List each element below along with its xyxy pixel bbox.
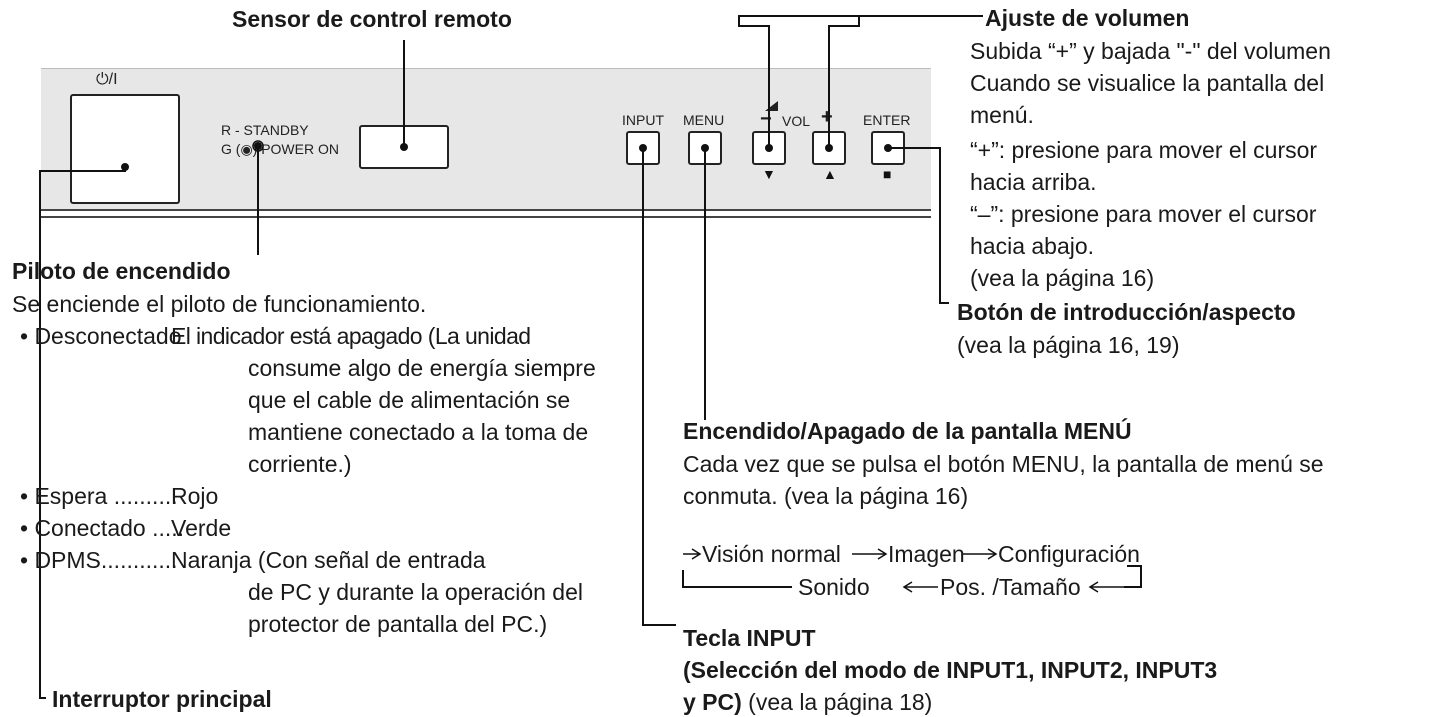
menu-cycle-item: Imagen (888, 541, 965, 567)
power-on-label: G (◉) POWER ON (221, 141, 339, 157)
input-key-line-normal: (vea la página 18) (741, 689, 933, 715)
power-led-intro: Se enciende el piloto de funcionamiento. (12, 291, 427, 317)
power-led-title: Piloto de encendido (12, 258, 231, 284)
led-item-label: • Desconectado (20, 323, 182, 349)
power-symbol-label: ⏻/I (96, 71, 118, 88)
volume-line: hacia arriba. (970, 169, 1097, 195)
volume-wedge-icon (765, 101, 778, 111)
vol-plus-symbol: + (821, 106, 833, 128)
vol-label: VOL (782, 113, 811, 129)
input-key-line: y PC) (vea la página 18) (683, 688, 932, 717)
led-item-desc: corriente.) (248, 451, 352, 477)
enter-ref: (vea la página 16, 19) (957, 332, 1180, 358)
menu-button-label: MENU (683, 112, 725, 128)
led-item-label: • DPMS............ (20, 547, 178, 573)
led-item-desc: que el cable de alimentación se (248, 387, 571, 413)
led-item-desc: Verde (171, 515, 232, 541)
led-item-label: • Conectado ..... (20, 515, 185, 541)
led-item-desc: de PC y durante la operación del (248, 579, 583, 605)
input-button-label: INPUT (622, 112, 664, 128)
panel-edge-line (41, 216, 931, 218)
input-key-line: (Selección del modo de INPUT1, INPUT2, I… (683, 657, 1218, 683)
volume-line: “–”: presione para mover el cursor (970, 201, 1317, 227)
led-item-desc: Rojo (171, 483, 219, 509)
volume-line: Subida “+” y bajada "-" del volumen (970, 38, 1331, 64)
led-item-desc: mantiene conectado a la toma de (248, 419, 589, 445)
led-item-label: • Espera .......... (20, 483, 178, 509)
menu-onoff-line: Cada vez que se pulsa el botón MENU, la … (683, 451, 1324, 477)
menu-cycle-item: Visión normal (702, 541, 841, 567)
menu-onoff-line: conmuta. (vea la página 16) (683, 483, 969, 509)
volume-line: menú. (970, 102, 1034, 128)
volume-title: Ajuste de volumen (985, 5, 1190, 31)
up-arrow-icon: ▲ (823, 166, 837, 182)
volume-line: (vea la página 16) (970, 265, 1155, 291)
main-power-switch[interactable] (70, 94, 180, 204)
led-item-desc: Naranja (Con señal de entrada (171, 547, 486, 573)
input-key-title: Tecla INPUT (683, 625, 816, 651)
volume-line: Cuando se visualice la pantalla del (970, 70, 1325, 96)
main-switch-title: Interruptor principal (52, 686, 272, 712)
sensor-title: Sensor de control remoto (232, 6, 512, 32)
down-arrow-icon: ▼ (762, 166, 776, 182)
standby-label: R - STANDBY (221, 122, 309, 138)
square-icon: ■ (883, 166, 892, 182)
menu-cycle-item: Configuración (998, 541, 1140, 567)
panel-edge-line (41, 209, 931, 211)
vol-minus-symbol: − (760, 108, 772, 130)
led-item-desc: El indicador está apagado (La unidad (171, 323, 531, 349)
led-item-desc: protector de pantalla del PC.) (248, 611, 548, 637)
menu-onoff-title: Encendido/Apagado de la pantalla MENÚ (683, 418, 1132, 444)
input-key-line-bold: y PC) (683, 689, 742, 715)
enter-button-label: ENTER (863, 112, 911, 128)
volume-line: “+”: presione para mover el cursor (970, 137, 1318, 163)
led-item-desc: consume algo de energía siempre (248, 355, 596, 381)
enter-title: Botón de introducción/aspecto (957, 299, 1296, 325)
volume-line: hacia abajo. (970, 233, 1095, 259)
menu-cycle-item: Pos. /Tamaño (940, 574, 1081, 600)
menu-cycle-item: Sonido (798, 574, 870, 600)
